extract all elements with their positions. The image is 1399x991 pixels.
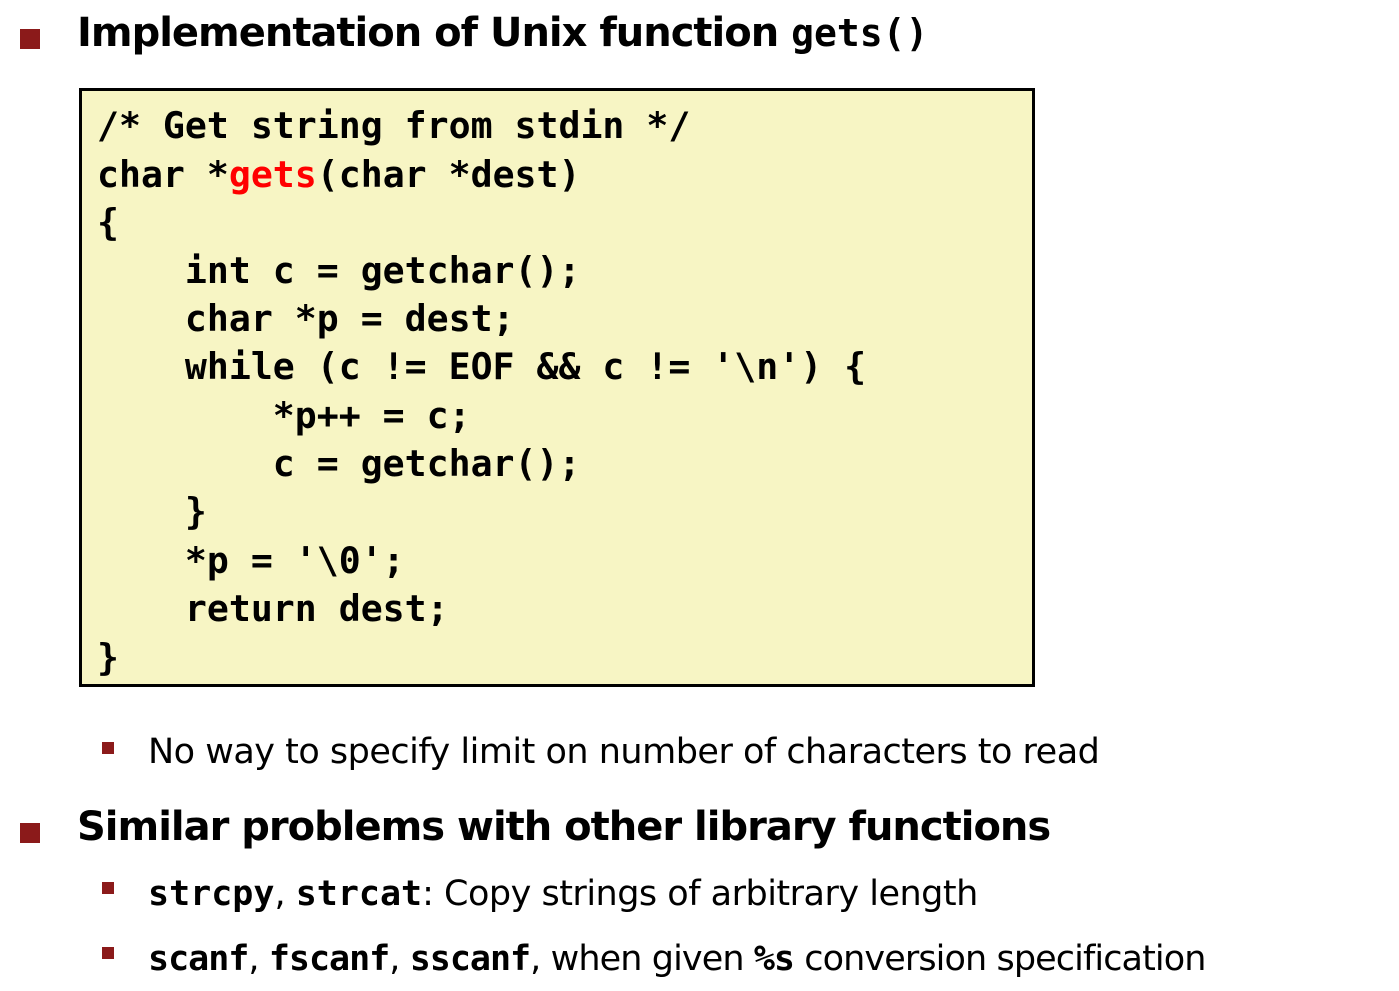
heading-implementation-text: Implementation of Unix function xyxy=(77,10,792,56)
bullet-marker xyxy=(20,823,40,843)
heading-similar-problems: Similar problems with other library func… xyxy=(77,804,1051,850)
code-token-params: (char *dest) xyxy=(316,153,581,196)
separator: , xyxy=(248,939,269,979)
heading-implementation-code: gets() xyxy=(791,11,929,55)
sub-bullet-scanf: scanf, fscanf, sscanf, when given %s con… xyxy=(148,942,1206,977)
scanf-description-a: when given xyxy=(540,939,754,979)
sub-bullet-marker xyxy=(102,742,114,754)
code-line-comment: /* Get string from stdin */ xyxy=(97,104,691,147)
scanf-description-b: conversion specification xyxy=(794,939,1206,979)
separator: , xyxy=(274,874,296,914)
code-line-return: return dest; xyxy=(97,587,449,630)
sub-bullet-gets-note: No way to specify limit on number of cha… xyxy=(148,732,1100,772)
sub-bullet-strcpy: strcpy, strcat: Copy strings of arbitrar… xyxy=(148,877,978,912)
code-line-close-while: } xyxy=(97,490,207,533)
code-line-open-brace: { xyxy=(97,201,119,244)
code-line-getchar: c = getchar(); xyxy=(97,442,581,485)
code-fscanf: fscanf xyxy=(268,939,390,979)
code-block: /* Get string from stdin */ char *gets(c… xyxy=(79,88,1035,687)
code-line-int-c: int c = getchar(); xyxy=(97,249,581,292)
separator: , xyxy=(389,939,410,979)
code-scanf: scanf xyxy=(148,939,249,979)
code-percent-s: %s xyxy=(753,939,795,979)
code-line-terminate: *p = '\0'; xyxy=(97,539,405,582)
code-line-while: while (c != EOF && c != '\n') { xyxy=(97,345,867,388)
code-token-gets: gets xyxy=(228,153,317,196)
code-line-close-brace: } xyxy=(97,636,119,679)
strcpy-description: : Copy strings of arbitrary length xyxy=(422,874,978,914)
sub-bullet-marker xyxy=(102,947,114,959)
bullet-marker xyxy=(20,29,40,49)
code-line-signature: char *gets(char *dest) xyxy=(97,156,580,194)
code-line-assign-p: *p++ = c; xyxy=(97,394,471,437)
sub-bullet-marker xyxy=(102,882,114,894)
code-line-char-p: char *p = dest; xyxy=(97,297,515,340)
code-strcpy: strcpy xyxy=(148,874,275,914)
code-sscanf: sscanf xyxy=(409,939,531,979)
separator: , xyxy=(530,939,541,979)
code-token-char: char * xyxy=(97,153,229,196)
code-strcat: strcat xyxy=(295,874,423,914)
heading-implementation: Implementation of Unix function gets() xyxy=(77,13,928,53)
